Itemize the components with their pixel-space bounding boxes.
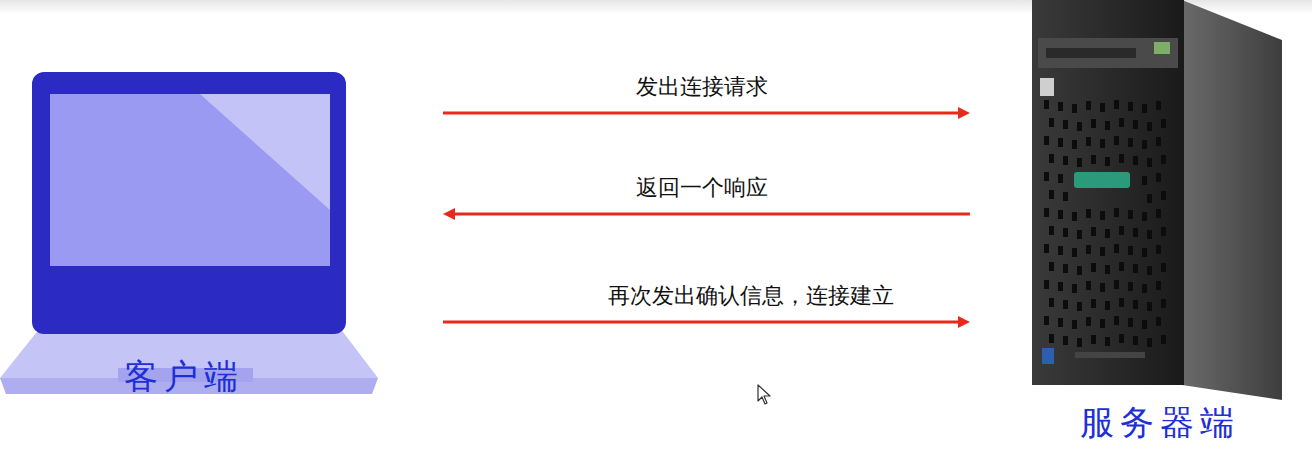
mouse-cursor (757, 384, 773, 406)
arrow-connector (443, 107, 970, 119)
edge-label: 发出连接请求 (634, 74, 770, 100)
node-label: 服务器端 (1080, 402, 1240, 443)
node-label: 客户端 (124, 356, 244, 397)
client-laptop: 客户端 (0, 60, 443, 410)
edge-label: 返回一个响应 (634, 175, 770, 201)
laptop-icon (0, 60, 380, 400)
arrow-connector (443, 316, 970, 328)
arrow-connector (443, 208, 970, 220)
edge-label: 再次发出确认信息，连接建立 (606, 283, 896, 309)
server-icon (970, 0, 1290, 400)
server-tower: 服务器端 (970, 0, 1300, 451)
